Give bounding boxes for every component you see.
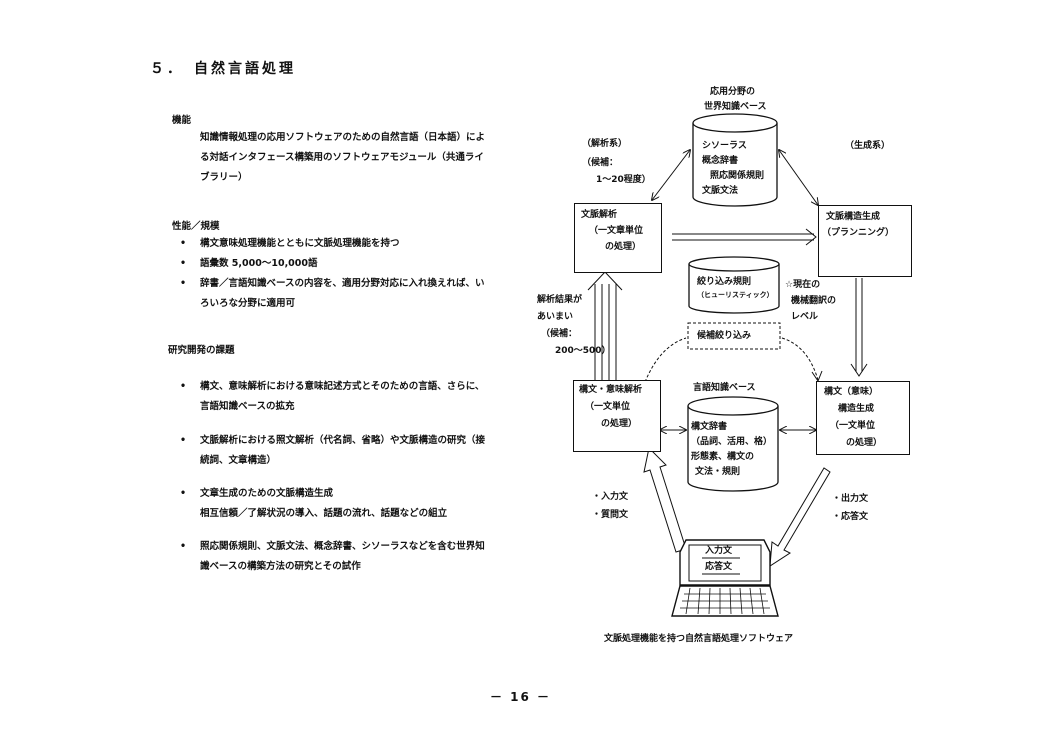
structure-generation-box: [818, 205, 912, 277]
world-kb-items: シソーラス 概念辞書 照応関係規則 文脈文法: [702, 141, 765, 196]
language-kb-items: 構文辞書 （品詞、活用、格） 形態素、構文の 文法・規則: [691, 422, 773, 477]
world-kb-label: 応用分野の 世界知識ベース: [704, 87, 767, 112]
performance-bullet-text: 構文意味処理機能とともに文脈処理機能を持つ: [200, 238, 400, 249]
research-line: 文脈解析における照文解析（代名詞、省略）や文脈構造の研究（接: [200, 435, 486, 446]
context-analysis-text: 文脈解析 （一文章単位 の処理）: [581, 210, 644, 252]
candidate-narrowing-box: [687, 322, 781, 350]
current-mt-label: ☆現在の 機械翻訳の レベル: [785, 280, 837, 322]
syntax-analysis-box: [573, 380, 661, 452]
function-text: 知識情報処理の応用ソフトウェアのための自然言語（日本語）によ る対話インタフェー…: [200, 128, 485, 188]
arrow-kb-to-context: [652, 150, 690, 200]
performance-bullet-text: 辞書／言語知識ベースの内容を、適用分野対応に入れ換えれば、い: [200, 278, 485, 289]
generation-label: （生成系）: [845, 141, 891, 151]
function-line: 知識情報処理の応用ソフトウェアのための自然言語（日本語）によ: [200, 132, 486, 143]
narrowing-rules-cylinder: [688, 256, 780, 314]
research-line: 文章生成のための文脈構造生成: [200, 488, 334, 499]
language-kb-label: 言語知識ベース: [693, 383, 756, 393]
arrow-generation-down: [850, 278, 868, 377]
context-analysis-box: [574, 203, 662, 273]
output-labels: ・出力文 ・応答文: [832, 494, 869, 522]
research-item: •文章生成のための文脈構造生成 相互信頼／了解状況の導入、話題の流れ、話題などの…: [180, 484, 448, 524]
research-line: 照応関係規則、文脈文法、概念辞書、シソーラスなどを含む世界知: [200, 541, 485, 552]
arrow-syntax-up: [587, 271, 623, 382]
arrow-input: [643, 446, 687, 553]
syntax-generation-text: 構文（意味） 構造生成 （一文単位 の処理）: [824, 387, 883, 448]
list-item: •辞書／言語知識ベースの内容を、適用分野対応に入れ換えれば、い: [180, 278, 485, 289]
list-item: ろいろな分野に適用可: [200, 294, 485, 314]
research-item: •照応関係規則、文脈文法、概念辞書、シソーラスなどを含む世界知 識ベースの構築方…: [180, 537, 485, 577]
research-item: •構文、意味解析における意味記述方式とそのための言語、さらに、 言語知識ベースの…: [180, 377, 485, 417]
research-heading: 研究開発の課題: [168, 345, 235, 356]
candidates-label: （候補： 1〜20程度）: [582, 158, 651, 185]
function-line: る対話インタフェース構築用のソフトウェアモジュール（共通ライ: [200, 152, 484, 163]
research-line: 識ベースの構築方法の研究とその試作: [200, 561, 361, 572]
page-title: ５． 自然言語処理: [150, 61, 296, 77]
performance-bullet-text: ろいろな分野に適用可: [200, 298, 296, 309]
terminal-response-text: 応答文: [705, 562, 733, 572]
input-labels: ・入力文 ・質問文: [592, 492, 629, 520]
terminal-icon: [671, 539, 779, 617]
list-item: •語彙数 5,000〜10,000語: [180, 258, 318, 269]
arrow-kb-to-generation: [779, 150, 818, 205]
function-heading: 機能: [172, 115, 192, 126]
list-item: •構文意味処理機能とともに文脈処理機能を持つ: [180, 238, 400, 249]
performance-bullet-text: 語彙数 5,000〜10,000語: [200, 258, 318, 269]
function-line: ブラリー）: [200, 172, 248, 183]
world-kb-cylinder: [692, 113, 778, 207]
research-line: 言語知識ベースの拡充: [200, 401, 295, 412]
research-line: 構文、意味解析における意味記述方式とそのための言語、さらに、: [200, 381, 485, 392]
arrow-output: [769, 467, 831, 567]
syntax-generation-box: [816, 381, 910, 455]
arrow-context-to-generation: [672, 228, 817, 246]
narrowing-rules-text: 絞り込み規則 （ヒューリスティック）: [697, 277, 774, 299]
structure-generation-text: 文脈構造生成 （プランニング）: [822, 212, 895, 238]
syntax-analysis-text: 構文・意味解析 （一文単位 の処理）: [579, 385, 643, 429]
research-line: 続詞、文章構造）: [200, 455, 277, 466]
research-item: •文脈解析における照文解析（代名詞、省略）や文脈構造の研究（接 続詞、文章構造）: [180, 431, 486, 471]
dashed-curve-left: [644, 337, 687, 383]
analysis-label: （解析系）: [582, 139, 628, 149]
performance-list: •構文意味処理機能とともに文脈処理機能を持つ •語彙数 5,000〜10,000…: [180, 234, 485, 314]
candidate-narrowing-label: 候補絞り込み: [697, 331, 752, 341]
performance-heading: 性能／規模: [172, 221, 220, 232]
research-line: 相互信頼／了解状況の導入、話題の流れ、話題などの組立: [200, 508, 448, 519]
ambiguous-label: 解析結果が あいまい （候補： 200〜500）: [537, 295, 611, 356]
dashed-curve-right: [781, 337, 819, 381]
diagram-caption: 文脈処理機能を持つ自然言語処理ソフトウェア: [604, 634, 794, 644]
page-number: － 16 －: [490, 690, 552, 704]
language-kb-cylinder: [687, 396, 779, 492]
terminal-input-text: 入力文: [705, 546, 733, 556]
